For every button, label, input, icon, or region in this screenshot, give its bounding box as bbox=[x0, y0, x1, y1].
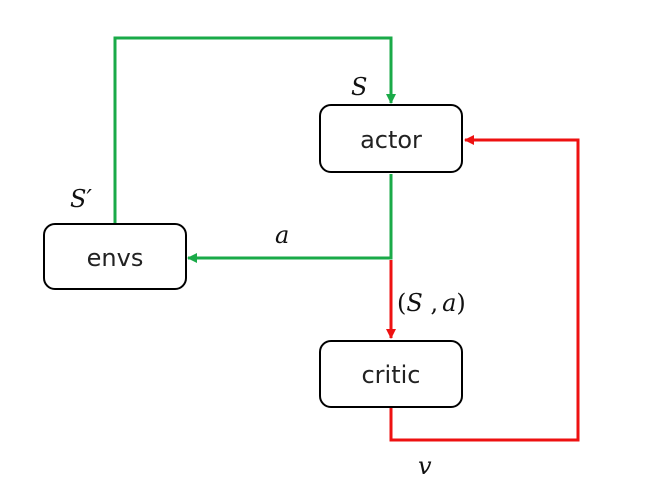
action-label: a bbox=[275, 221, 289, 249]
critic-input-s: S bbox=[406, 289, 422, 317]
critic-label: critic bbox=[361, 361, 420, 389]
critic-input-label: (S ,a) bbox=[397, 289, 466, 317]
critic-input-close: ) bbox=[456, 289, 465, 317]
envs-node: envs bbox=[43, 223, 187, 290]
state-label: S bbox=[351, 73, 367, 101]
value-label: v bbox=[418, 452, 432, 480]
critic-input-open: ( bbox=[397, 289, 406, 317]
critic-input-comma: , bbox=[423, 289, 438, 317]
next-state-label: S′ bbox=[70, 185, 92, 213]
critic-input-a: a bbox=[442, 289, 456, 317]
actor-node: actor bbox=[319, 104, 463, 173]
envs-label: envs bbox=[87, 244, 144, 272]
edge-actor-to-envs bbox=[187, 174, 393, 263]
critic-node: critic bbox=[319, 340, 463, 408]
edge-critic-to-actor bbox=[389, 135, 580, 442]
edge-envs-to-actor bbox=[113, 36, 396, 224]
actor-label: actor bbox=[360, 126, 422, 154]
